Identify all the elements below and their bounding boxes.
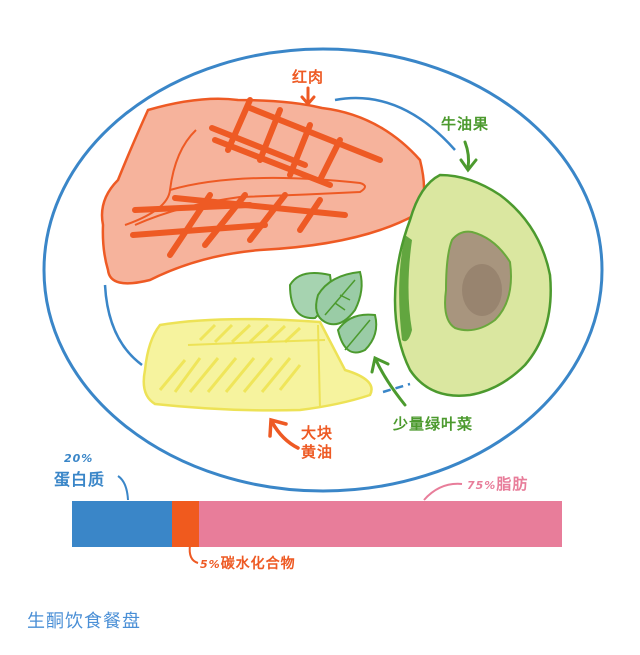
- steak-icon: [100, 97, 426, 285]
- butter-label-line1: 大块: [301, 424, 334, 442]
- fat-label: 75%脂肪: [467, 473, 528, 494]
- fat-percent: 75%: [467, 479, 497, 492]
- protein-segment: [72, 501, 172, 547]
- greens-label: 少量绿叶菜: [393, 415, 474, 433]
- protein-percent: 20%: [64, 452, 94, 465]
- protein-label: 蛋白质: [54, 470, 106, 489]
- plate-inner-rim-left: [103, 284, 143, 367]
- greens-arrow-icon: [370, 355, 407, 407]
- butter-icon: [142, 317, 373, 412]
- steak-arrow-icon: [300, 86, 316, 107]
- plate-inner-rim-top: [334, 96, 456, 151]
- plate-inner-rim-bottom: [382, 382, 411, 394]
- avocado-label: 牛油果: [441, 115, 490, 133]
- butter-label: 大块 黄油: [301, 424, 333, 462]
- carbs-percent: 5%: [200, 558, 221, 571]
- fat-segment: [198, 501, 562, 547]
- fat-label-text: 脂肪: [496, 475, 529, 493]
- carbs-label: 5%碳水化合物: [200, 553, 296, 573]
- leafy-greens-icon: [288, 270, 378, 354]
- macro-bar: [72, 501, 562, 547]
- avocado-icon: [393, 173, 552, 397]
- carbs-label-text: 碳水化合物: [220, 556, 296, 572]
- carbs-segment: [171, 501, 199, 547]
- steak-label: 红肉: [292, 68, 325, 86]
- butter-label-line2: 黄油: [301, 443, 334, 461]
- butter-arrow-icon: [268, 417, 300, 450]
- plate-outline: [42, 47, 604, 493]
- protein-leader-line: [117, 475, 129, 501]
- carb-leader-line: [188, 544, 199, 564]
- page-title: 生酮饮食餐盘: [27, 611, 141, 632]
- avocado-arrow-icon: [459, 140, 478, 173]
- fat-leader-line: [423, 482, 463, 501]
